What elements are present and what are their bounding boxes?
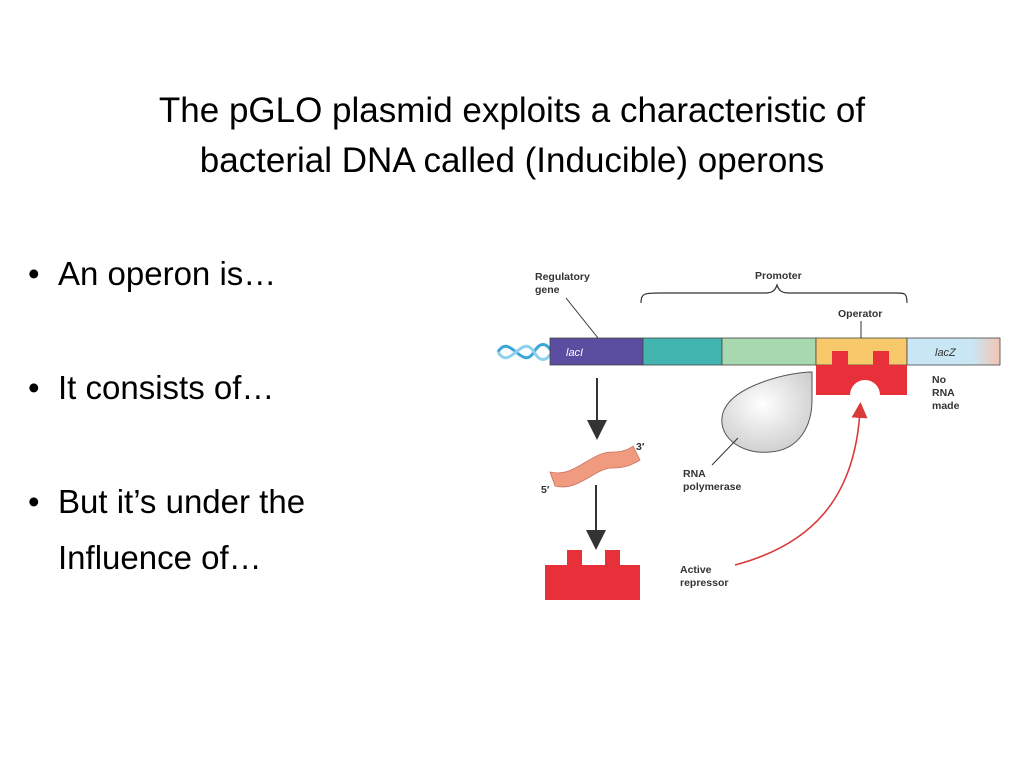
dna-helix-icon: [496, 343, 554, 361]
regulatory-gene-pointer: [565, 297, 599, 339]
laci-label: lacI: [566, 347, 583, 359]
bound-repressor-icon: [816, 365, 907, 395]
bullet-item: • An operon is…: [28, 246, 276, 302]
bullet-dot: •: [28, 369, 40, 406]
no-rna-label-2: RNA: [932, 387, 955, 399]
no-rna-label-3: made: [932, 400, 960, 412]
three-prime-label: 3′: [636, 441, 645, 453]
lacz-label: lacZ: [935, 347, 957, 359]
bullet-item: • But it’s under the Influence of…: [28, 474, 305, 586]
operator-label: Operator: [838, 308, 882, 320]
no-rna-label-1: No: [932, 374, 946, 386]
rna-polymerase-label-2: polymerase: [683, 481, 742, 493]
active-repressor-label-1: Active: [680, 564, 712, 576]
five-prime-label: 5′: [541, 484, 550, 496]
rna-polymerase-label-1: RNA: [683, 468, 706, 480]
repressor-binding-arrow: [734, 402, 868, 566]
bullet-dot: •: [28, 483, 40, 520]
free-repressor-icon: [545, 550, 640, 600]
slide-title: The pGLO plasmid exploits a characterist…: [40, 86, 984, 186]
bullet-dot: •: [28, 255, 40, 292]
operator-segment: [815, 337, 908, 366]
promoter-label: Promoter: [755, 270, 802, 282]
bullet-text: An operon is…: [58, 255, 277, 292]
rna-polymerase-pointer: [711, 437, 739, 466]
active-repressor-label-2: repressor: [680, 577, 728, 589]
lacz-segment: [906, 337, 1001, 366]
bullet-text: It consists of…: [58, 369, 275, 406]
promoter-segment-2: [721, 337, 817, 366]
title-line-1: The pGLO plasmid exploits a characterist…: [158, 91, 866, 130]
operator-notches: [832, 351, 889, 365]
mrna-strand-icon: [549, 445, 641, 488]
bullet-text-line-1: But it’s under the: [58, 483, 306, 520]
bullet-item: • It consists of…: [28, 360, 274, 416]
regulatory-gene-label-1: Regulatory: [535, 271, 590, 283]
laci-segment: [549, 337, 644, 366]
promoter-segment-1: [642, 337, 723, 366]
rna-polymerase-icon: [721, 371, 813, 453]
regulatory-gene-label-2: gene: [535, 284, 560, 296]
bullet-text-line-2: Influence of…: [58, 539, 262, 576]
title-line-2: bacterial DNA called (Inducible) operons: [199, 141, 825, 180]
promoter-bracket: [640, 283, 908, 304]
